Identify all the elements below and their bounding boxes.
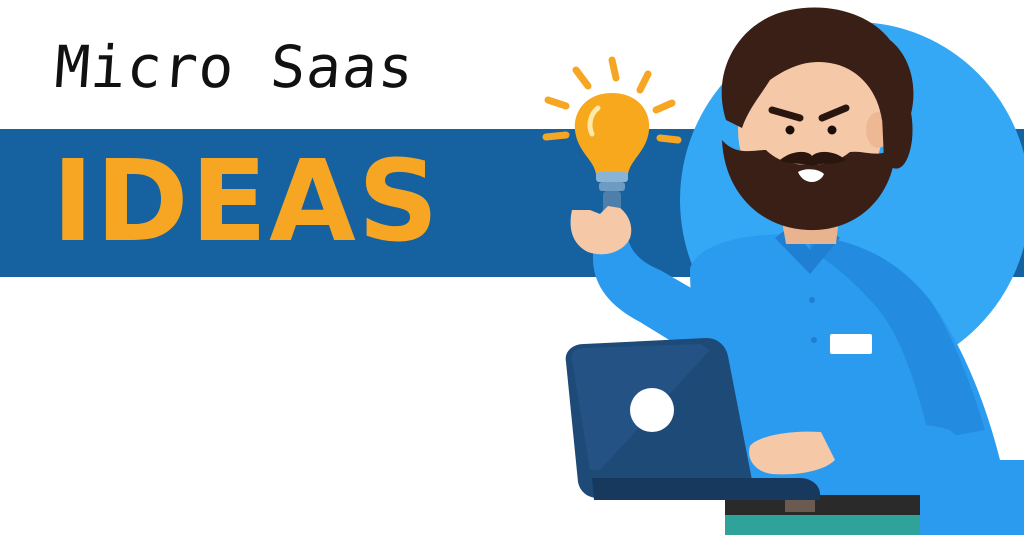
title-text: IDEAS (52, 137, 441, 267)
hair (721, 7, 914, 140)
pocket-badge (830, 334, 872, 354)
mouth (798, 169, 824, 182)
laptop-logo-icon (630, 388, 674, 432)
hand-on-laptop (749, 431, 842, 475)
character-illustration (542, 7, 1024, 535)
raised-arm (592, 238, 712, 354)
shirt-shadow (810, 236, 985, 440)
bulb-rays-icon (542, 56, 682, 144)
beard (722, 140, 896, 231)
subtitle-text: Micro Saas (52, 33, 417, 101)
lightbulb-icon (574, 93, 650, 217)
laptop-icon (565, 338, 820, 500)
hand-icon (570, 206, 632, 255)
trousers (725, 515, 920, 535)
